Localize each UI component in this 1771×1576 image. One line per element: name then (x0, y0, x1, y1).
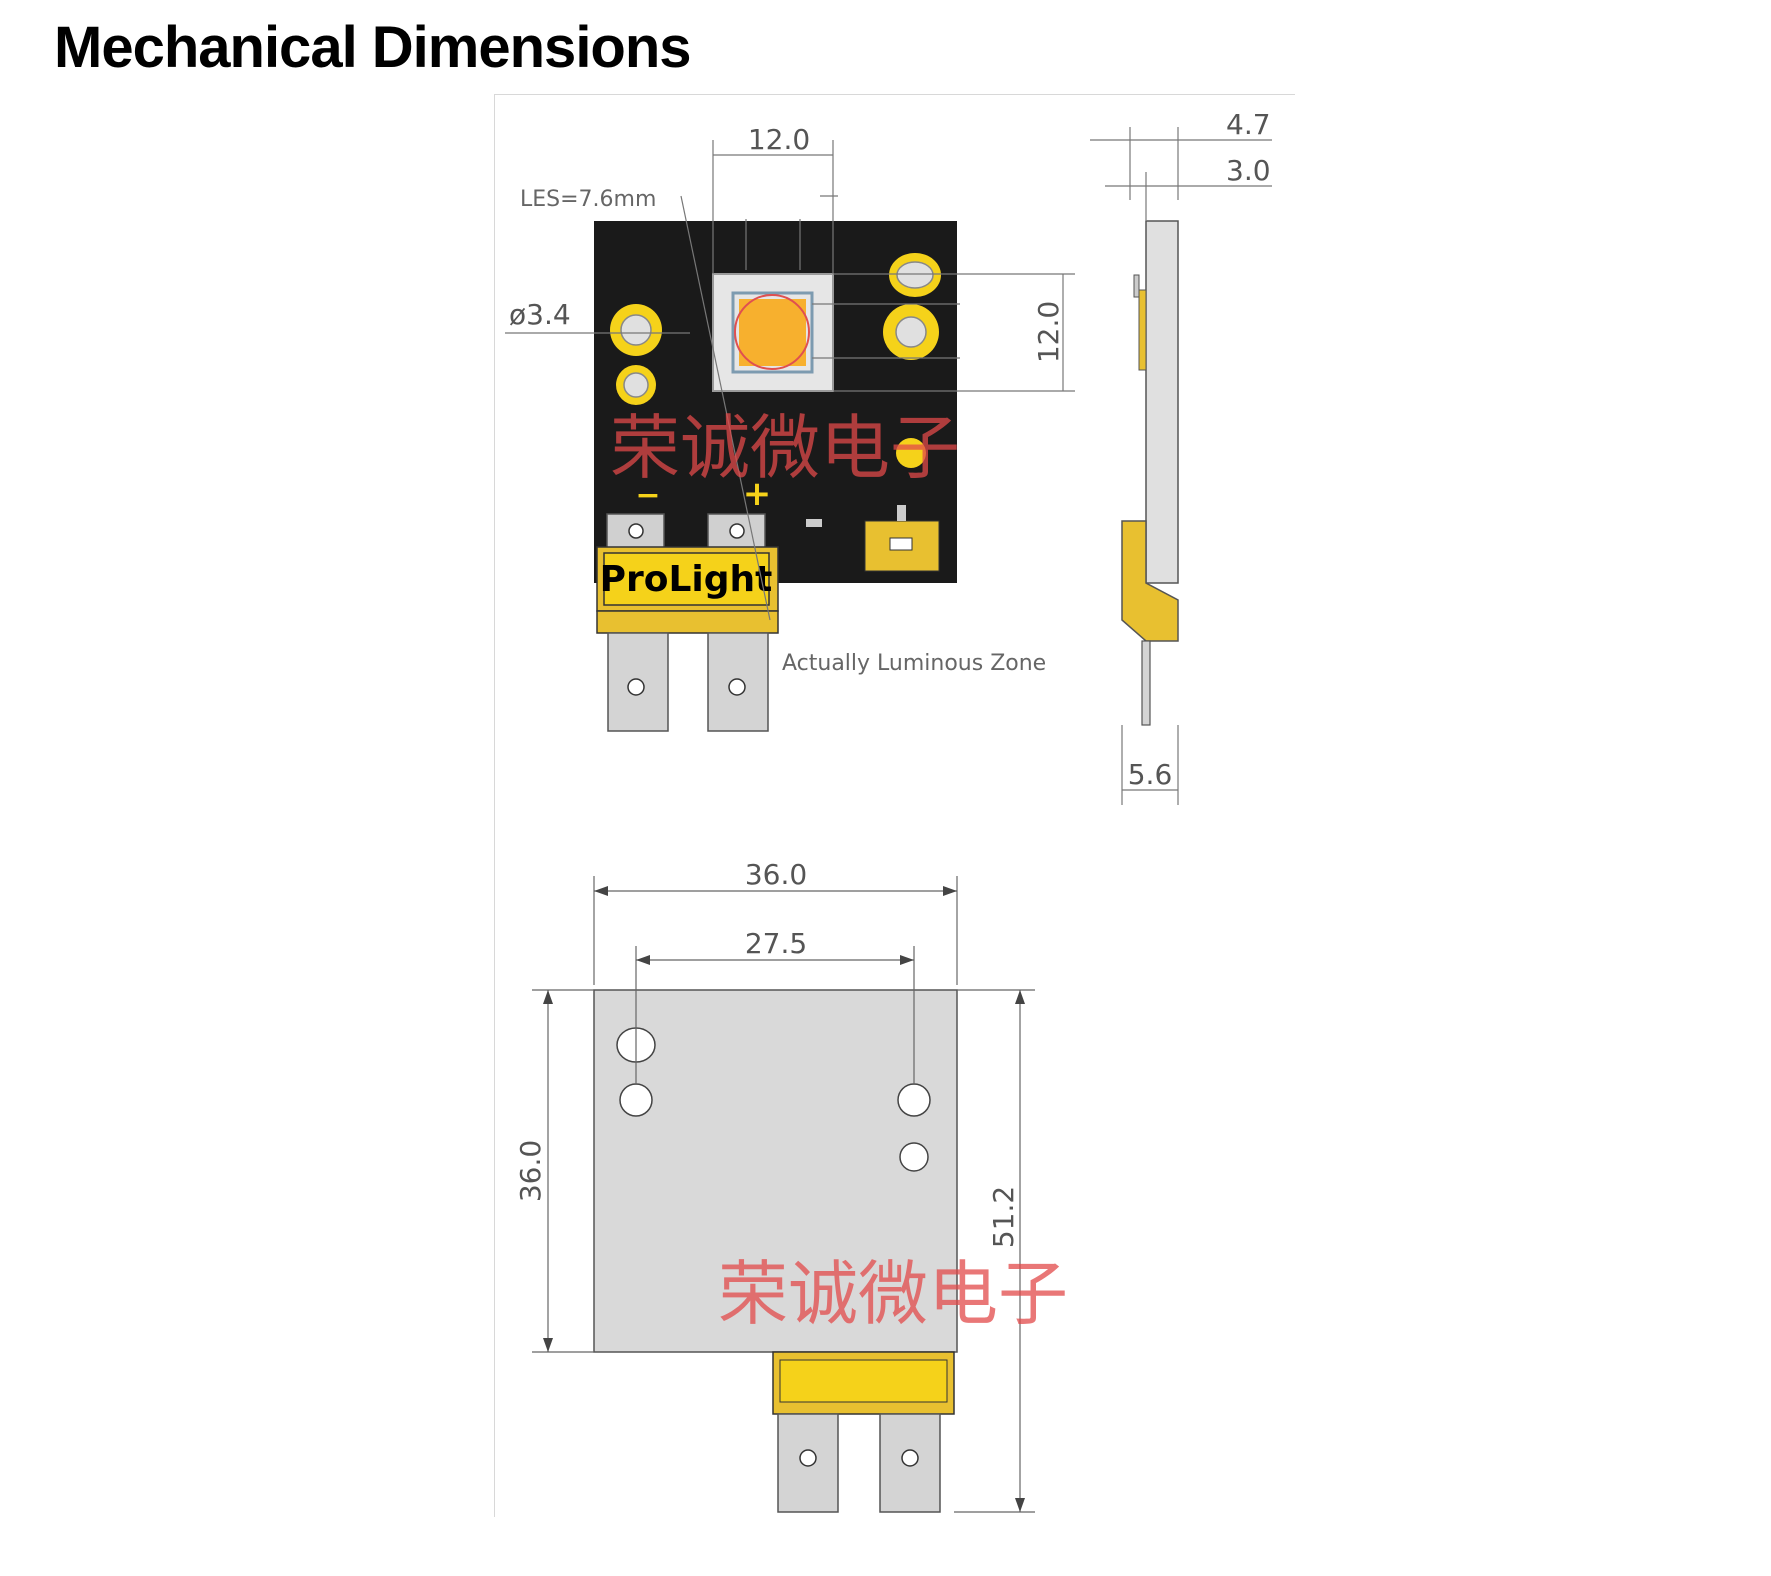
dim-side-bottom: 5.6 (1128, 758, 1173, 791)
dim-total-height: 51.2 (987, 1186, 1020, 1248)
dim-side-top-2: 3.0 (1226, 154, 1271, 187)
back-hole (899, 1142, 929, 1172)
drawing-frame (494, 94, 1295, 1517)
side-connector (1121, 520, 1179, 642)
back-dim-lines (532, 876, 1035, 1513)
brand-label: ProLight (600, 559, 773, 600)
indicator-dot (896, 438, 926, 468)
side-led (1138, 289, 1147, 371)
luminous-zone-label: Actually Luminous Zone (782, 651, 1046, 676)
front-view: − + ProLight (505, 123, 1075, 732)
dim-back-height: 36.0 (514, 1140, 547, 1202)
led-frame (731, 291, 814, 374)
watermark: 荣诚微电子 (610, 407, 960, 489)
socket-slot (889, 537, 913, 551)
side-view: 4.7 3.0 5.6 (1090, 108, 1272, 805)
tab-hole (729, 523, 745, 539)
dim-hole-spacing: 27.5 (745, 927, 807, 960)
dim-led-width: 12.0 (748, 123, 810, 156)
smd-part (806, 519, 822, 527)
blade-hole (728, 678, 746, 696)
mounting-hole (620, 314, 652, 346)
connector-base (596, 610, 779, 634)
mounting-hole (895, 316, 927, 348)
plus-label: + (743, 474, 772, 514)
side-lens (1133, 274, 1140, 298)
back-view: 36.0 27.5 36.0 51.2 荣诚微电子 (514, 858, 1068, 1513)
brand-plate (603, 552, 770, 606)
les-label: LES=7.6mm (520, 187, 656, 212)
dim-hole-diameter: ø3.4 (509, 298, 571, 331)
page-title: Mechanical Dimensions (54, 15, 692, 80)
dim-side-top-1: 4.7 (1226, 108, 1271, 141)
front-dim-lines (505, 140, 1075, 621)
dim-led-height: 12.0 (1032, 301, 1065, 363)
back-hole (619, 1083, 653, 1117)
dim-back-width: 36.0 (745, 858, 807, 891)
side-heatsink (1145, 220, 1179, 584)
back-blade-hole (799, 1449, 817, 1467)
socket-pin (897, 505, 906, 521)
watermark: 荣诚微电子 (718, 1253, 1068, 1335)
hole (623, 372, 649, 398)
side-pin (1141, 640, 1151, 726)
back-arrowheads (543, 886, 1025, 1512)
led-emitter (739, 299, 806, 366)
minus-label: − (635, 478, 660, 513)
tab-hole (628, 523, 644, 539)
back-blade-hole (901, 1449, 919, 1467)
luminous-circle (734, 294, 810, 370)
back-hole (897, 1083, 931, 1117)
back-connector-face (779, 1359, 948, 1403)
side-dim-lines (1090, 127, 1272, 805)
slot-hole (896, 261, 934, 289)
blade-hole (627, 678, 645, 696)
